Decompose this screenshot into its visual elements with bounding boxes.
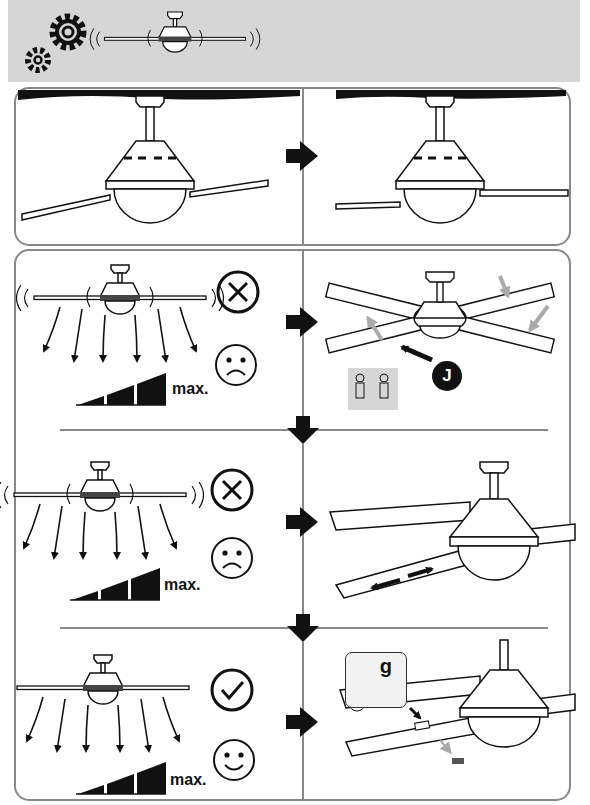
panel [15,250,570,800]
fan-closeup-weight [340,640,575,764]
fan-top-view [326,272,554,353]
node-text: J [442,366,451,386]
panel [15,88,570,245]
speed-label: max. [170,771,206,789]
weight-box: g [345,652,407,708]
person-icon [348,368,398,410]
fan-closeup [330,462,575,598]
fan-icon [90,12,260,52]
node-text: g [380,655,392,678]
fan-balanced [336,96,568,223]
callout-circle: J [432,361,462,391]
gear-icon [28,17,83,70]
header-band [8,0,580,82]
speed-label: max. [172,380,208,398]
speed-label: max. [164,576,200,594]
fan-unbalanced [22,96,268,223]
